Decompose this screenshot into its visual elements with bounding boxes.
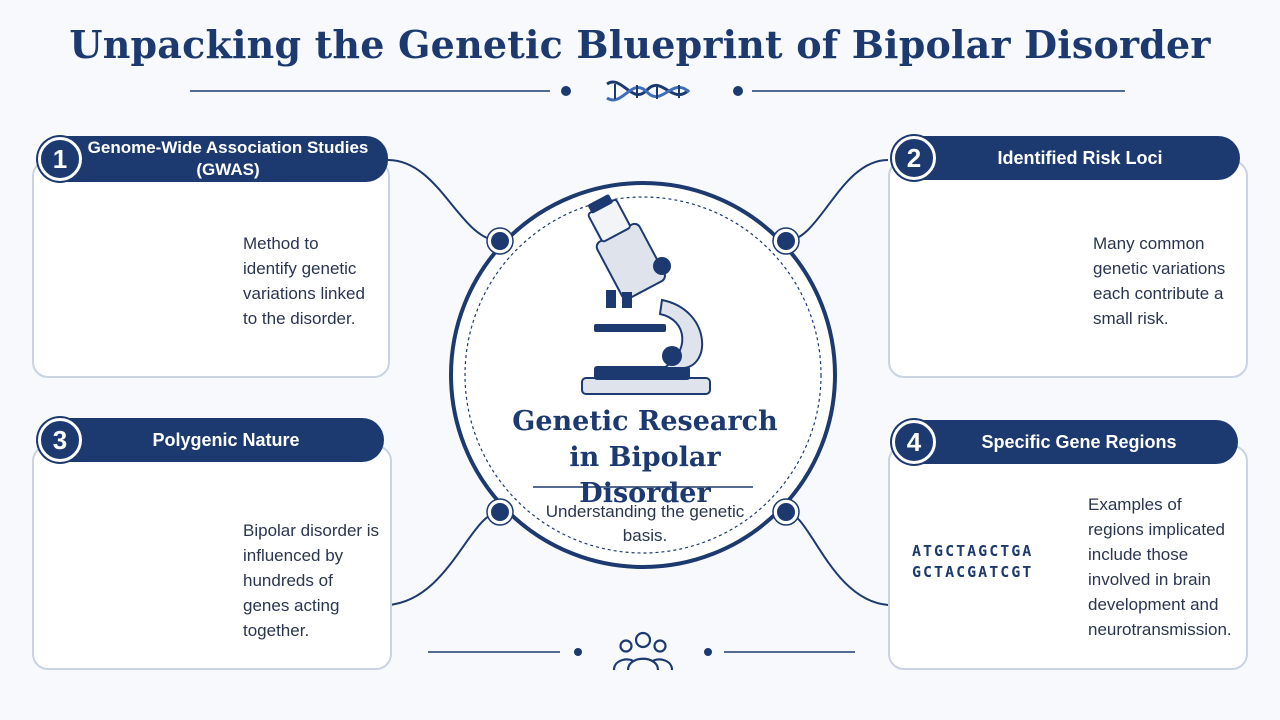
people-icon [612,631,674,671]
center-title: Genetic Research in Bipolar Disorder [512,406,778,509]
card-1-description: Method to identify genetic variations li… [243,234,365,328]
connector-node-top-left [486,227,514,255]
card-2-number: 2 [892,136,936,180]
dna-sequence-line-2: GCTACGATCGT [912,563,1034,581]
center-subtitle: Understanding the genetic basis. [545,502,745,545]
bottom-divider [428,648,855,656]
card-1-heading: Genome-Wide Association Studies (GWAS) [40,136,388,182]
microscope-icon [581,194,711,395]
card-polygenic [32,445,392,670]
card-3-heading: Polygenic Nature [40,418,384,462]
card-2-description: Many common genetic variations each cont… [1093,234,1226,328]
card-risk-loci [888,160,1248,378]
card-1-number: 1 [38,137,82,181]
card-4-number: 4 [892,420,936,464]
card-4-heading: Specific Gene Regions [892,420,1238,464]
dna-small-icon [606,80,691,102]
card-3-number: 3 [38,418,82,462]
card-2-heading: Identified Risk Loci [892,136,1240,180]
card-4-description: Examples of regions implicated include t… [1088,495,1232,639]
title-divider [190,86,1125,96]
card-3-description: Bipolar disorder is influenced by hundre… [243,521,380,640]
connector-node-top-right [772,227,800,255]
connector-node-bottom-right [772,498,800,526]
dna-sequence-line-1: ATGCTAGCTGA [912,542,1034,560]
page-title: Unpacking the Genetic Blueprint of Bipol… [69,22,1211,67]
connector-node-bottom-left [486,498,514,526]
card-gwas [32,160,390,378]
